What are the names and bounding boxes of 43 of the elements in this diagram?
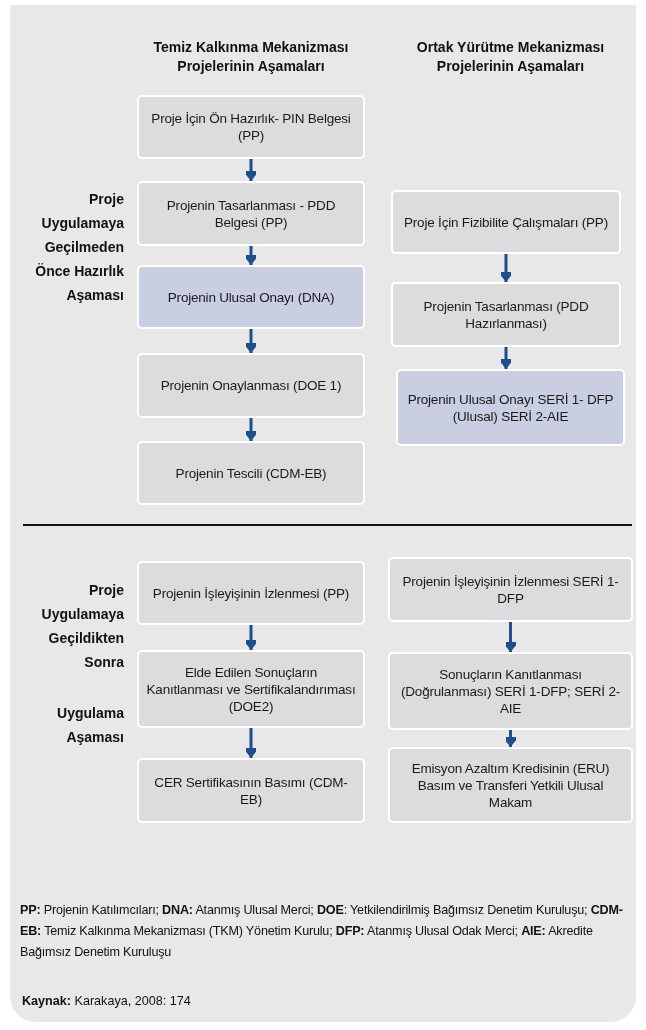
box-text: Projenin Tasarlanması - PDD Belgesi (PP) <box>165 196 337 231</box>
abbreviation-note: PP: Projenin Katılımcıları; DNA: Atanmış Ulusal Merci; DOE: Yetkilendirilmiş Bağımsız Denetim Kuruluşu; CDM-EB: Temiz Kalkınma Mekanizması (TKM) Yönetim Kurulu; DFP: Atanmış Ulusal Odak Merci; AIE: Akredite Bağımsız Denetim Kuruluşu <box>20 902 624 961</box>
column-heading: Temiz Kalkınma Mekanizması Projelerinin Aşamaları <box>152 38 350 76</box>
phase-label: Proje Uygulamaya Geçildikten Sonra <box>40 581 124 672</box>
phase-label: Proje Uygulamaya Geçilmeden Önce Hazırlık Aşaması <box>34 190 124 305</box>
arrow <box>498 254 514 282</box>
arrow <box>243 246 259 265</box>
box-text: CER Sertifikasının Basımı (CDM-EB) <box>153 773 349 808</box>
box-text: Sonuçların Kanıtlanması (Doğrulanması) SERİ 1-DFP; SERİ 2- AIE <box>400 665 621 717</box>
process-box <box>137 561 365 625</box>
process-box <box>391 282 621 347</box>
column-heading: Ortak Yürütme Mekanizması Projelerinin Aşamaları <box>415 38 606 76</box>
process-box <box>388 747 633 823</box>
arrow <box>243 329 259 353</box>
process-box <box>391 190 621 254</box>
process-box <box>388 557 633 622</box>
box-text: Elde Edilen Sonuçların Kanıtlanması ve Sertifikalandırıması (DOE2) <box>145 663 357 715</box>
source-note: Kaynak: Karakaya, 2008: 174 <box>22 993 192 1010</box>
arrow <box>243 728 259 758</box>
process-box <box>137 181 365 246</box>
box-text: Projenin Onaylanması (DOE 1) <box>160 377 342 394</box>
box-text: Projenin İşleyişinin İzlenmesi (PP) <box>152 584 350 602</box>
phase-label: Uygulama Aşaması <box>56 704 124 747</box>
process-box <box>388 652 633 730</box>
process-box <box>137 265 365 329</box>
arrow <box>243 418 259 441</box>
process-box <box>137 758 365 823</box>
arrow <box>243 625 259 650</box>
box-text: Projenin Ulusal Onayı SERİ 1- DFP (Ulusal) SERİ 2-AIE <box>406 390 615 425</box>
box-text: Emisyon Azaltım Kredisinin (ERU) Basım ve Transferi Yetkili Ulusal Makam <box>410 759 611 811</box>
arrow <box>243 159 259 181</box>
process-box <box>137 441 365 505</box>
arrow <box>498 347 514 369</box>
box-text: Projenin Tescili (CDM-EB) <box>175 464 327 482</box>
box-text: Proje İçin Ön Hazırlık- PIN Belgesi (PP) <box>150 110 352 144</box>
process-box <box>137 353 365 418</box>
process-box <box>396 369 625 446</box>
process-box <box>137 650 365 728</box>
process-box <box>137 95 365 159</box>
box-text: Proje İçin Fizibilite Çalışmaları (PP) <box>404 213 608 231</box>
box-text: Projenin Tasarlanması (PDD Hazırlanması) <box>422 297 590 332</box>
box-text: Projenin İşleyişinin İzlenmesi SERİ 1-DFP <box>401 572 620 607</box>
box-text: Projenin Ulusal Onayı (DNA) <box>167 288 335 306</box>
